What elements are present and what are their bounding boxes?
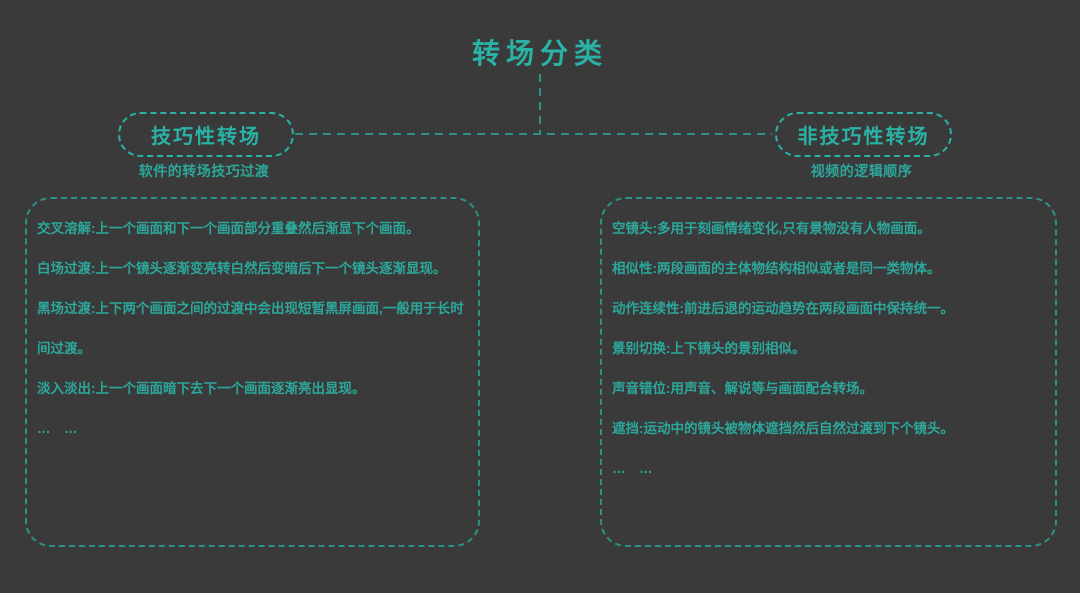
transition-item: 白场过渡:上一个镜头逐渐变亮转白然后变暗后下一个镜头逐渐显现。 (37, 261, 447, 276)
technical-transitions-panel: 交叉溶解:上一个画面和下一个画面部分重叠然后渐显下个画面。白场过渡:上一个镜头逐… (25, 197, 480, 547)
branch-subtitle-nontechnical: 视频的逻辑顺序 (810, 163, 913, 179)
branch-label-nontechnical-text: 非技巧性转场 (797, 126, 930, 148)
transition-item: 声音错位:用声音、解说等与画面配合转场。 (612, 381, 873, 396)
transition-item: 空镜头:多用于刻画情绪变化,只有景物没有人物画面。 (612, 221, 931, 236)
branch-label-nontechnical: 非技巧性转场 (775, 112, 952, 157)
nontechnical-transitions-panel: 空镜头:多用于刻画情绪变化,只有景物没有人物画面。相似性:两段画面的主体物结构相… (600, 197, 1057, 547)
transition-item: … … (37, 421, 78, 436)
page-title: 转场分类 (471, 38, 608, 69)
transition-item: 景别切换:上下镜头的景别相似。 (612, 341, 806, 356)
transition-item: 黑场过渡:上下两个画面之间的过渡中会出现短暂黑屏画面,一般用于长时间过渡。 (37, 301, 464, 356)
branch-label-technical-text: 技巧性转场 (151, 126, 261, 148)
branch-label-technical: 技巧性转场 (118, 112, 294, 157)
transition-item: 遮挡:运动中的镜头被物体遮挡然后自然过渡到下个镜头。 (612, 421, 954, 436)
branch-subtitle-technical: 软件的转场技巧过渡 (138, 163, 270, 179)
transition-item: 动作连续性:前进后退的运动趋势在两段画面中保持统一。 (612, 301, 954, 316)
transition-item: 相似性:两段画面的主体物结构相似或者是同一类物体。 (612, 261, 941, 276)
transition-item: … … (612, 461, 653, 476)
transition-item: 交叉溶解:上一个画面和下一个画面部分重叠然后渐显下个画面。 (37, 221, 420, 236)
transition-item: 淡入淡出:上一个画面暗下去下一个画面逐渐亮出显现。 (37, 381, 366, 396)
